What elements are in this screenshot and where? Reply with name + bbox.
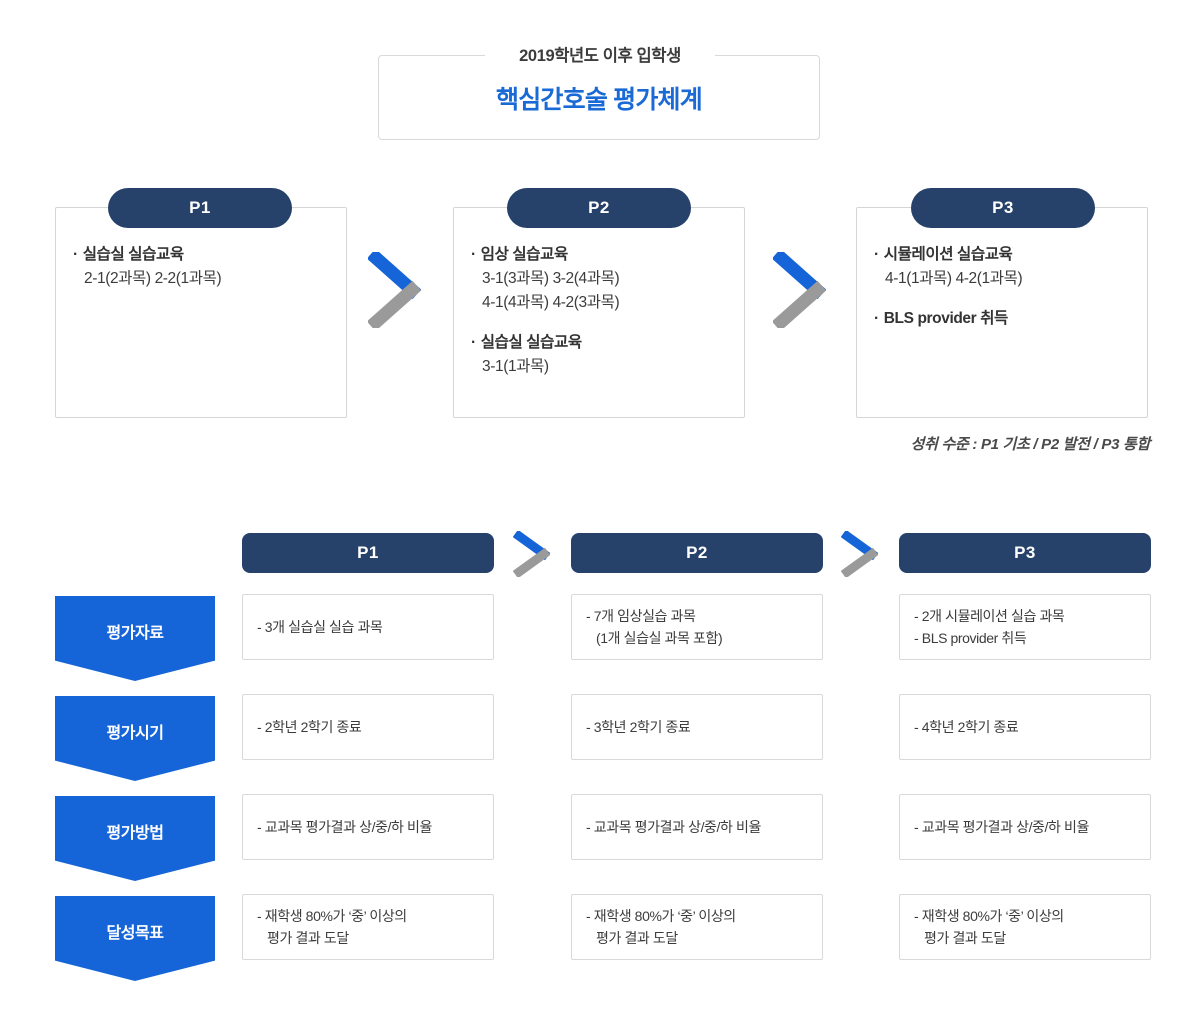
phase-content-p3: 시뮬레이션 실습교육 4-1(1과목) 4-2(1과목) BLS provider … bbox=[874, 243, 1136, 331]
matrix-cell: - 3학년 2학기 종료 bbox=[571, 694, 823, 760]
row-label-달성목표[interactable]: 달성목표 bbox=[55, 896, 215, 981]
phase-pill-p2: P2 bbox=[507, 188, 691, 228]
phase-group: 실습실 실습교육 3-1(1과목) bbox=[471, 331, 733, 379]
matrix-cell-line: - 교과목 평가결과 상/중/하 비율 bbox=[914, 818, 1089, 835]
row-label-평가시기[interactable]: 평가시기 bbox=[55, 696, 215, 781]
matrix-cell: - 7개 임상실습 과목 (1개 실습실 과목 포함) bbox=[571, 594, 823, 660]
phase-group-title: 실습실 실습교육 bbox=[471, 331, 733, 355]
matrix-cell-line: - 재학생 80%가 ‘중’ 이상의 bbox=[914, 907, 1064, 924]
matrix-cell-line: - 재학생 80%가 ‘중’ 이상의 bbox=[257, 907, 407, 924]
row-label-text: 평가방법 bbox=[106, 825, 164, 842]
row-label-text: 달성목표 bbox=[106, 925, 164, 942]
chevron-right-icon bbox=[841, 531, 879, 577]
chevron-right-icon bbox=[513, 531, 551, 577]
matrix-cell-line: - 7개 임상실습 과목 bbox=[586, 607, 696, 624]
phase-group-title: 실습실 실습교육 bbox=[73, 243, 335, 267]
page-title: 핵심간호술 평가체계 bbox=[496, 86, 703, 114]
matrix-cell-line: - 3학년 2학기 종료 bbox=[586, 718, 691, 735]
matrix-cell-line: 평가 결과 도달 bbox=[596, 930, 678, 946]
phase-group-line: 4-1(4과목) 4-2(3과목) bbox=[482, 294, 620, 312]
phase-pill-p3: P3 bbox=[911, 188, 1095, 228]
phase-group: BLS provider 취득 bbox=[874, 307, 1136, 331]
matrix-header-p3: P3 bbox=[899, 533, 1151, 573]
phase-group: 실습실 실습교육 2-1(2과목) 2-2(1과목) bbox=[73, 243, 335, 291]
row-label-평가자료[interactable]: 평가자료 bbox=[55, 596, 215, 681]
matrix-cell: - 교과목 평가결과 상/중/하 비율 bbox=[571, 794, 823, 860]
phase-pill-p1: P1 bbox=[108, 188, 292, 228]
matrix-cell-line: - 재학생 80%가 ‘중’ 이상의 bbox=[586, 907, 736, 924]
phase-group-line: 3-1(1과목) bbox=[482, 358, 549, 376]
phase-group-line: 4-1(1과목) 4-2(1과목) bbox=[885, 270, 1023, 288]
phase-box-p1 bbox=[55, 207, 347, 418]
matrix-cell-line: - 3개 실습실 실습 과목 bbox=[257, 618, 383, 635]
phase-group: 임상 실습교육 3-1(3과목) 3-2(4과목) 4-1(4과목) 4-2(3과목… bbox=[471, 243, 733, 315]
matrix-cell: - 2개 시뮬레이션 실습 과목 - BLS provider 취득 bbox=[899, 594, 1151, 660]
matrix-cell-line: - 4학년 2학기 종료 bbox=[914, 718, 1019, 735]
phase-content-p1: 실습실 실습교육 2-1(2과목) 2-2(1과목) bbox=[73, 243, 335, 291]
row-label-평가방법[interactable]: 평가방법 bbox=[55, 796, 215, 881]
row-label-text: 평가자료 bbox=[106, 625, 164, 642]
matrix-cell-line: 평가 결과 도달 bbox=[267, 930, 349, 946]
title-legend: 2019학년도 이후 입학생 bbox=[485, 44, 715, 68]
matrix-cell: - 교과목 평가결과 상/중/하 비율 bbox=[242, 794, 494, 860]
phase-group-title: 시뮬레이션 실습교육 bbox=[874, 243, 1136, 267]
matrix-header-p1: P1 bbox=[242, 533, 494, 573]
row-label-text: 평가시기 bbox=[106, 725, 164, 742]
phase-group: 시뮬레이션 실습교육 4-1(1과목) 4-2(1과목) bbox=[874, 243, 1136, 291]
matrix-cell-line: - 2학년 2학기 종료 bbox=[257, 718, 362, 735]
matrix-cell-line: - 2개 시뮬레이션 실습 과목 bbox=[914, 607, 1065, 624]
matrix-cell: - 교과목 평가결과 상/중/하 비율 bbox=[899, 794, 1151, 860]
matrix-cell-line: - BLS provider 취득 bbox=[914, 630, 1027, 646]
phase-group-line: 2-1(2과목) 2-2(1과목) bbox=[84, 270, 222, 288]
chevron-right-icon bbox=[368, 252, 422, 328]
phase-group-title: 임상 실습교육 bbox=[471, 243, 733, 267]
phase-group-title: BLS provider 취득 bbox=[874, 307, 1136, 331]
matrix-header-p2: P2 bbox=[571, 533, 823, 573]
matrix-cell: - 4학년 2학기 종료 bbox=[899, 694, 1151, 760]
achievement-level-note: 성취 수준 : P1 기초 / P2 발전 / P3 통합 bbox=[910, 436, 1151, 453]
matrix-cell-line: (1개 실습실 과목 포함) bbox=[596, 630, 723, 646]
chevron-right-icon bbox=[773, 252, 827, 328]
matrix-cell-line: 평가 결과 도달 bbox=[924, 930, 1006, 946]
phase-group-line: 3-1(3과목) 3-2(4과목) bbox=[482, 270, 620, 288]
matrix-cell-line: - 교과목 평가결과 상/중/하 비율 bbox=[257, 818, 432, 835]
matrix-cell: - 2학년 2학기 종료 bbox=[242, 694, 494, 760]
matrix-cell: - 3개 실습실 실습 과목 bbox=[242, 594, 494, 660]
phase-content-p2: 임상 실습교육 3-1(3과목) 3-2(4과목) 4-1(4과목) 4-2(3과목… bbox=[471, 243, 733, 379]
matrix-cell-line: - 교과목 평가결과 상/중/하 비율 bbox=[586, 818, 761, 835]
